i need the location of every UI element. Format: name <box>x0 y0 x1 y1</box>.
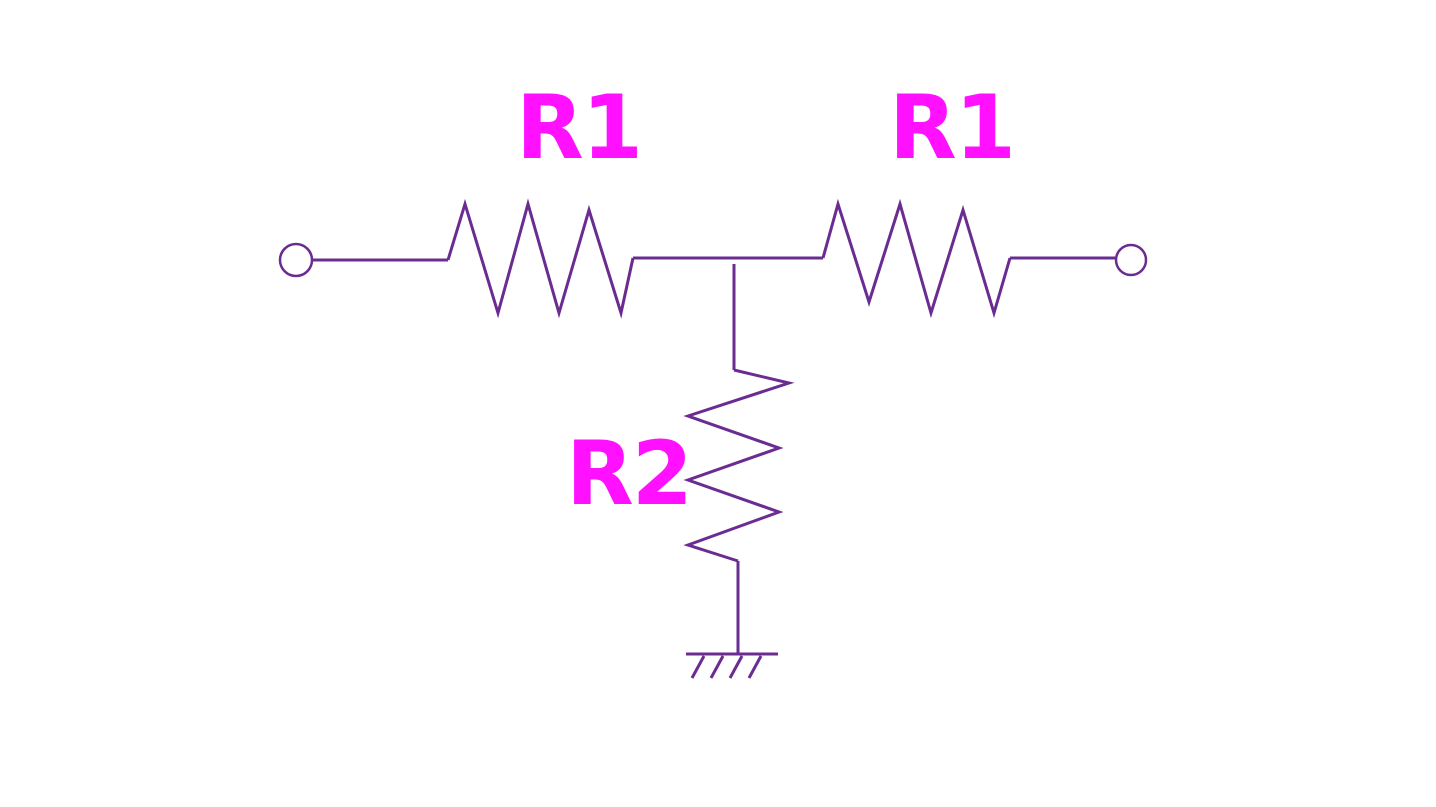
output-terminal <box>1114 243 1148 277</box>
ground-hatch-4 <box>747 655 763 679</box>
right-resistor-label: R1 <box>889 76 1016 179</box>
ground-hatch-3 <box>728 655 744 679</box>
ground-symbol <box>686 652 778 679</box>
ground-hatch-2 <box>709 655 725 679</box>
right-resistor-r1 <box>821 198 1012 319</box>
input-terminal <box>278 242 314 278</box>
shunt-resistor-label: R2 <box>566 422 693 525</box>
shunt-resistor-r2 <box>683 368 795 563</box>
left-resistor-label: R1 <box>516 76 643 179</box>
left-resistor-r1 <box>446 198 635 319</box>
ground-hatch-1 <box>690 655 706 679</box>
